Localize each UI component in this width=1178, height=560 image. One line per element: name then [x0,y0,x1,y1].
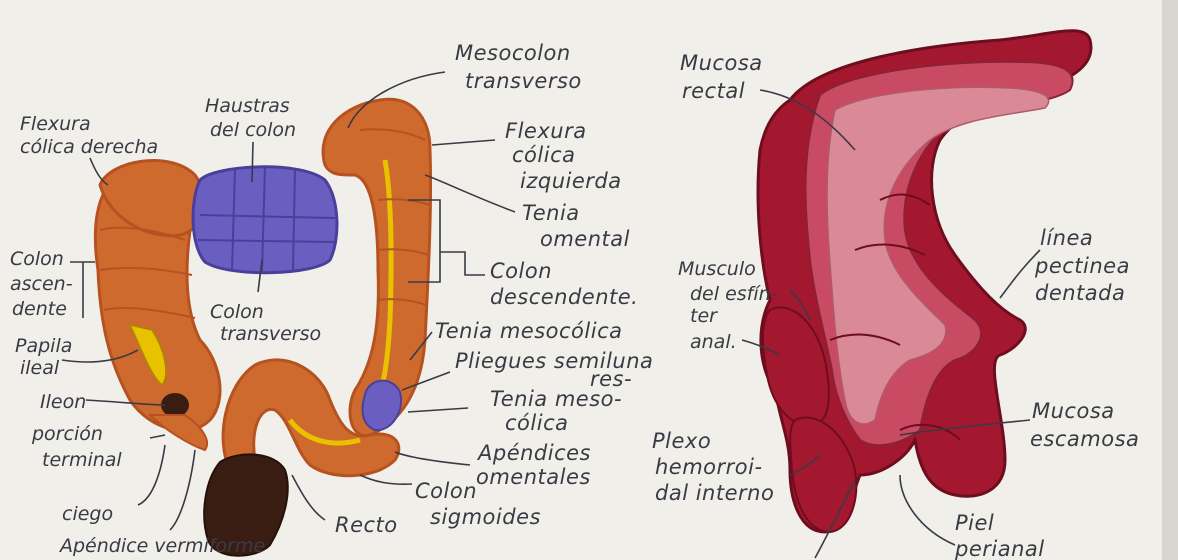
cecum-spot [161,393,189,417]
label-apendices: Apéndices omentales [476,441,598,489]
label-tenia-mesocolica-top: Tenia mesocólica [435,319,622,343]
label-apendice: Apéndice vermiforme [58,535,265,557]
label-ciego: ciego [62,503,113,525]
label-recto: Recto [335,513,398,537]
